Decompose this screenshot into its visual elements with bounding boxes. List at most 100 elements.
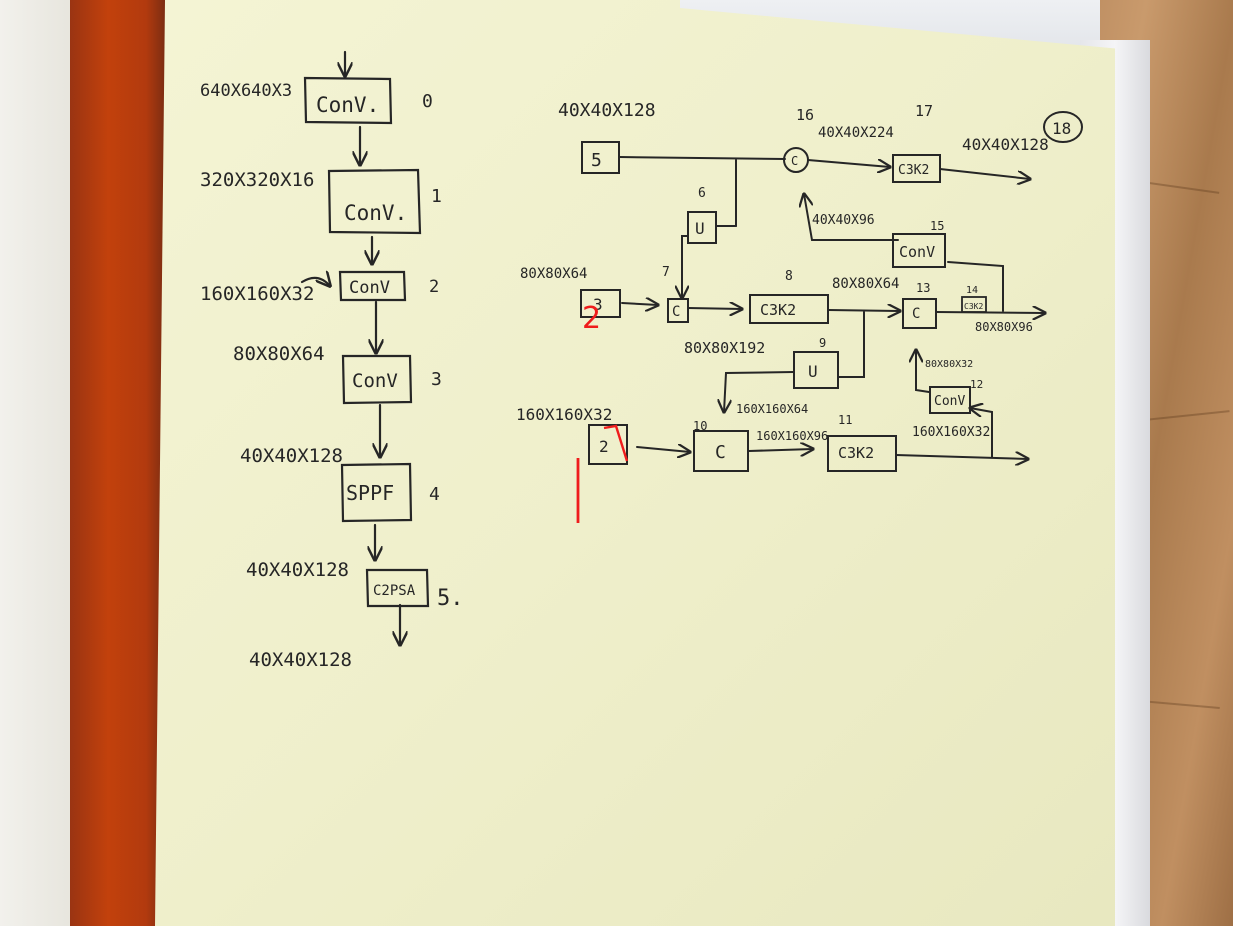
node-17: C3K2 17 (892, 102, 941, 183)
backbone-block-3: ConV 3 (341, 354, 442, 405)
node-15-label: ConV (899, 243, 935, 261)
correction-2: 2 (582, 301, 601, 336)
node-6: U 6 (687, 186, 717, 244)
block-0-index: 0 (422, 91, 433, 112)
input-2-label: 2 (599, 437, 609, 456)
backbone-block-2: ConV 2 (338, 270, 439, 302)
backbone-block-0: ConV. 0 (303, 76, 433, 125)
dim-80: 80X80X64 (233, 343, 325, 365)
input-2-dim: 160X160X32 (516, 405, 612, 424)
node-10-index: 10 (693, 419, 707, 433)
node-16-label: C (791, 154, 798, 168)
dim-40-b: 40X40X128 (246, 559, 349, 581)
block-4-label: SPPF (346, 481, 394, 505)
block-3-box (341, 354, 413, 405)
node-8-box (749, 294, 829, 324)
node-8: C3K2 8 (749, 269, 829, 324)
node-7: C 7 (662, 265, 689, 323)
node-11-box (827, 435, 897, 472)
input-5-dim: 40X40X128 (558, 100, 656, 121)
node-17-box (892, 154, 941, 183)
node-15: ConV 15 (892, 219, 946, 268)
block-2-label: ConV (349, 278, 390, 298)
block-0-box (303, 76, 393, 125)
block-2-index: 2 (429, 277, 439, 297)
output-18: 18 (1043, 111, 1083, 143)
neck-edges (618, 156, 1045, 459)
node-11: C3K2 11 (827, 413, 897, 472)
edge-80x80x192: 80X80X192 (684, 339, 765, 357)
node-9-box (793, 351, 839, 389)
edge-80x80x64: 80X80X64 (832, 276, 899, 292)
orange-book-cover (70, 0, 165, 926)
node-8-index: 8 (785, 269, 793, 284)
block-5-label: C2PSA (373, 583, 416, 599)
node-13: C 13 (902, 281, 937, 329)
node-6-label: U (695, 219, 705, 238)
node-14: C3K2 14 (961, 285, 987, 313)
edge-160x160x32: 160X160X32 (912, 425, 990, 440)
node-17-label: C3K2 (898, 163, 929, 178)
edge-80x80x32: 80X80X32 (925, 359, 973, 370)
white-page (0, 0, 80, 926)
node-10: C 10 (693, 419, 749, 472)
block-3-label: ConV (352, 370, 398, 392)
block-5-box (365, 568, 430, 608)
block-1-box (327, 168, 422, 235)
node-15-box (892, 233, 946, 268)
edge-160x160x64: 160X160X64 (736, 402, 808, 416)
node-10-box (693, 430, 749, 472)
node-10-label: C (715, 442, 726, 463)
block-4-index: 4 (429, 484, 440, 505)
node-13-index: 13 (916, 281, 930, 295)
edge-40x40x128: 40X40X128 (962, 135, 1049, 154)
backbone-block-1: ConV. 1 (327, 168, 442, 235)
input-5-box (581, 141, 620, 174)
dim-40-a: 40X40X128 (240, 445, 343, 467)
output-18-circle (1043, 111, 1083, 143)
node-11-label: C3K2 (838, 444, 874, 462)
node-13-box (902, 298, 937, 329)
edge-40x40x96: 40X40X96 (812, 213, 875, 228)
edge-40x40x224: 40X40X224 (818, 125, 894, 141)
node-7-label: C (672, 304, 680, 320)
block-5-index: 5. (437, 586, 464, 611)
input-2-box (588, 424, 628, 465)
node-12-label: ConV (934, 394, 965, 409)
input-3-dim: 80X80X64 (520, 266, 587, 282)
block-3-index: 3 (431, 369, 442, 390)
backbone-block-4: SPPF 4 (340, 462, 440, 523)
node-14-label: C3K2 (964, 302, 983, 311)
node-16: C 16 (783, 106, 814, 173)
node-14-index: 14 (966, 285, 978, 296)
neck-input-2: 2 160X160X32 (516, 405, 629, 523)
node-12-box (929, 386, 971, 414)
node-11-index: 11 (838, 413, 852, 427)
block-2-box (338, 270, 407, 302)
node-9: U 9 (793, 336, 839, 389)
node-7-box (667, 298, 689, 323)
node-9-label: U (808, 362, 818, 381)
node-8-label: C3K2 (760, 301, 796, 319)
node-7-index: 7 (662, 265, 670, 280)
input-dim: 640X640X3 (200, 81, 292, 101)
node-6-box (687, 211, 717, 244)
dim-40-c: 40X40X128 (249, 649, 352, 671)
block-0-label: ConV. (316, 93, 379, 117)
node-16-index: 16 (796, 106, 814, 124)
input-3-box (580, 289, 621, 318)
block-1-label: ConV. (344, 201, 407, 225)
neck-input-5: 5 40X40X128 (558, 100, 656, 174)
edge-80x80x96: 80X80X96 (975, 320, 1033, 334)
neck-input-3: 3 80X80X64 2 (520, 266, 621, 336)
node-16-circle (783, 147, 809, 173)
node-15-index: 15 (930, 219, 944, 233)
output-18-label: 18 (1052, 119, 1071, 138)
backbone-block-5: C2PSA 5. (365, 568, 464, 611)
node-17-index: 17 (915, 102, 933, 120)
block-1-index: 1 (431, 186, 442, 207)
input-3-label: 3 (593, 295, 603, 314)
edge-160x160x96: 160X160X96 (756, 429, 828, 443)
